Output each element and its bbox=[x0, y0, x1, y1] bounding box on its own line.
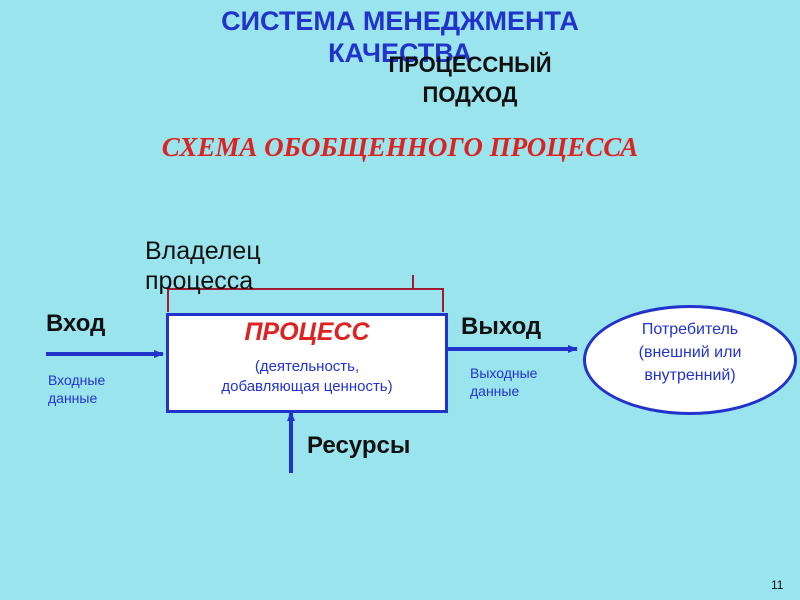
subtitle-line-1: ПРОЦЕССНЫЙ bbox=[388, 52, 552, 77]
owner-line-1: Владелец bbox=[145, 237, 261, 265]
input-data-line-1: Входные bbox=[48, 372, 106, 388]
output-data-label: Выходные данные bbox=[470, 364, 537, 400]
page-number: 11 bbox=[771, 578, 784, 592]
consumer-line-2: (внешний или bbox=[638, 344, 742, 361]
subtitle-line-2: ПОДХОД bbox=[422, 82, 518, 107]
output-data-line-1: Выходные bbox=[470, 365, 538, 381]
consumer-line-3: внутренний) bbox=[644, 367, 736, 384]
title-line-2: КАЧЕСТВА bbox=[328, 38, 472, 68]
input-label: Вход bbox=[46, 310, 106, 337]
input-data-line-2: данные bbox=[48, 390, 98, 406]
subtitle: ПРОЦЕССНЫЙ ПОДХОД bbox=[0, 50, 800, 110]
input-data-label: Входные данные bbox=[48, 371, 105, 407]
owner-line-2: процесса bbox=[145, 267, 254, 295]
owner-bracket bbox=[167, 275, 444, 312]
scheme-title: СХЕМА ОБОБЩЕННОГО ПРОЦЕССА bbox=[161, 132, 639, 162]
process-desc-line-1: (деятельность, bbox=[254, 358, 360, 375]
consumer-ellipse bbox=[583, 305, 797, 415]
output-label: Выход bbox=[461, 313, 542, 340]
process-description: (деятельность, добавляющая ценность) bbox=[166, 357, 448, 397]
process-box bbox=[166, 313, 448, 413]
process-title: ПРОЦЕСС bbox=[244, 318, 370, 346]
process-desc-line-2: добавляющая ценность) bbox=[221, 378, 393, 395]
resources-label: Ресурсы bbox=[307, 432, 411, 459]
process-owner-label: Владелец процесса bbox=[145, 236, 261, 296]
output-data-line-2: данные bbox=[470, 383, 520, 399]
title-line-1: СИСТЕМА МЕНЕДЖМЕНТА bbox=[221, 6, 579, 36]
consumer-line-1: Потребитель bbox=[641, 321, 739, 338]
consumer-label: Потребитель (внешний или внутренний) bbox=[586, 318, 794, 387]
